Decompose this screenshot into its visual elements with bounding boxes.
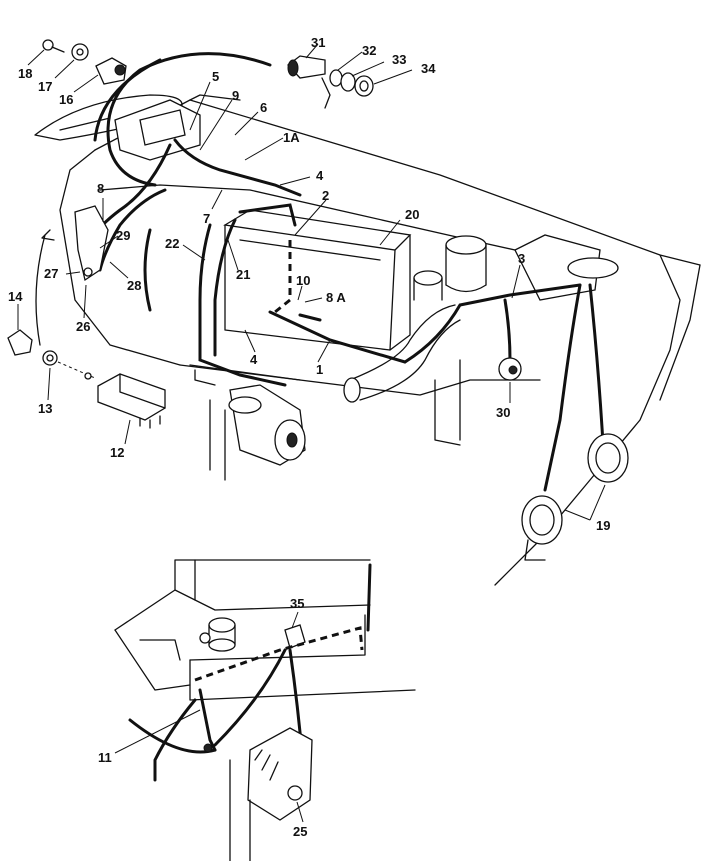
callout-28: 28 bbox=[127, 278, 141, 293]
detail-view bbox=[114, 559, 416, 861]
leader-lines bbox=[17, 43, 606, 823]
callout-20: 20 bbox=[405, 207, 419, 222]
callout-8a: 8 A bbox=[326, 290, 346, 305]
callout-16: 16 bbox=[59, 92, 73, 107]
callout-13: 13 bbox=[38, 401, 52, 416]
tractor-body bbox=[34, 94, 701, 586]
callout-25: 25 bbox=[293, 824, 307, 839]
callout-1a: 1A bbox=[283, 130, 300, 145]
callout-labels: 1 1A 2 3 4 4 5 6 7 8 8 A 9 10 11 12 13 1… bbox=[8, 35, 610, 839]
small-parts bbox=[7, 39, 629, 561]
callout-31: 31 bbox=[311, 35, 325, 50]
callout-3: 3 bbox=[518, 251, 525, 266]
callout-26: 26 bbox=[76, 319, 90, 334]
callout-4a: 4 bbox=[316, 168, 324, 183]
callout-32: 32 bbox=[362, 43, 376, 58]
callout-17: 17 bbox=[38, 79, 52, 94]
callout-7: 7 bbox=[203, 211, 210, 226]
callout-29: 29 bbox=[116, 228, 130, 243]
callout-21: 21 bbox=[236, 267, 250, 282]
callout-34: 34 bbox=[421, 61, 436, 76]
callout-30: 30 bbox=[496, 405, 510, 420]
callout-6: 6 bbox=[260, 100, 267, 115]
callout-10: 10 bbox=[296, 273, 310, 288]
callout-2: 2 bbox=[322, 188, 329, 203]
callout-18: 18 bbox=[18, 66, 32, 81]
callout-22: 22 bbox=[165, 236, 179, 251]
callout-14: 14 bbox=[8, 289, 23, 304]
callout-27: 27 bbox=[44, 266, 58, 281]
callout-11: 11 bbox=[98, 750, 112, 765]
callout-5: 5 bbox=[212, 69, 219, 84]
callout-1: 1 bbox=[316, 362, 323, 377]
callout-4b: 4 bbox=[250, 352, 258, 367]
callout-9: 9 bbox=[232, 88, 239, 103]
callout-33: 33 bbox=[392, 52, 406, 67]
callout-8: 8 bbox=[97, 181, 104, 196]
callout-19: 19 bbox=[596, 518, 610, 533]
callout-12: 12 bbox=[110, 445, 124, 460]
callout-35: 35 bbox=[290, 596, 304, 611]
